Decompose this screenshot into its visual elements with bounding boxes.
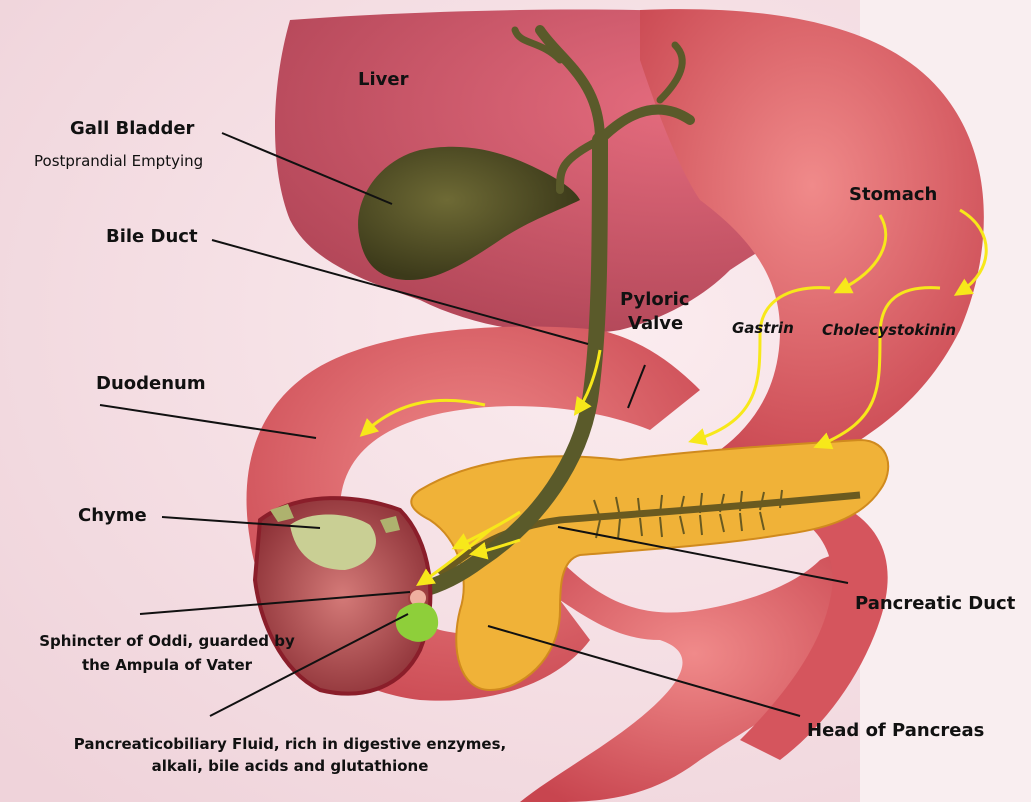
label-bile-duct: Bile Duct: [106, 226, 198, 248]
label-sphincter-line1: Sphincter of Oddi, guarded by: [8, 632, 326, 650]
label-duodenum: Duodenum: [96, 373, 206, 395]
label-head-of-pancreas: Head of Pancreas: [807, 720, 984, 742]
label-gall-bladder-note: Postprandial Emptying: [34, 152, 203, 170]
label-cholecystokinin: Cholecystokinin: [822, 321, 956, 339]
label-gastrin: Gastrin: [732, 319, 794, 337]
label-fluid-line2: alkali, bile acids and glutathione: [30, 757, 550, 775]
label-pyloric-valve-line1: Pyloric: [620, 289, 690, 311]
label-gall-bladder: Gall Bladder: [70, 118, 194, 140]
label-pyloric-valve-line2: Valve: [628, 313, 683, 335]
label-liver: Liver: [358, 69, 408, 91]
label-fluid-line1: Pancreaticobiliary Fluid, rich in digest…: [30, 735, 550, 753]
label-chyme: Chyme: [78, 505, 147, 527]
label-stomach: Stomach: [849, 184, 937, 206]
label-pancreatic-duct: Pancreatic Duct: [855, 593, 1015, 615]
label-sphincter-line2: the Ampula of Vater: [8, 656, 326, 674]
